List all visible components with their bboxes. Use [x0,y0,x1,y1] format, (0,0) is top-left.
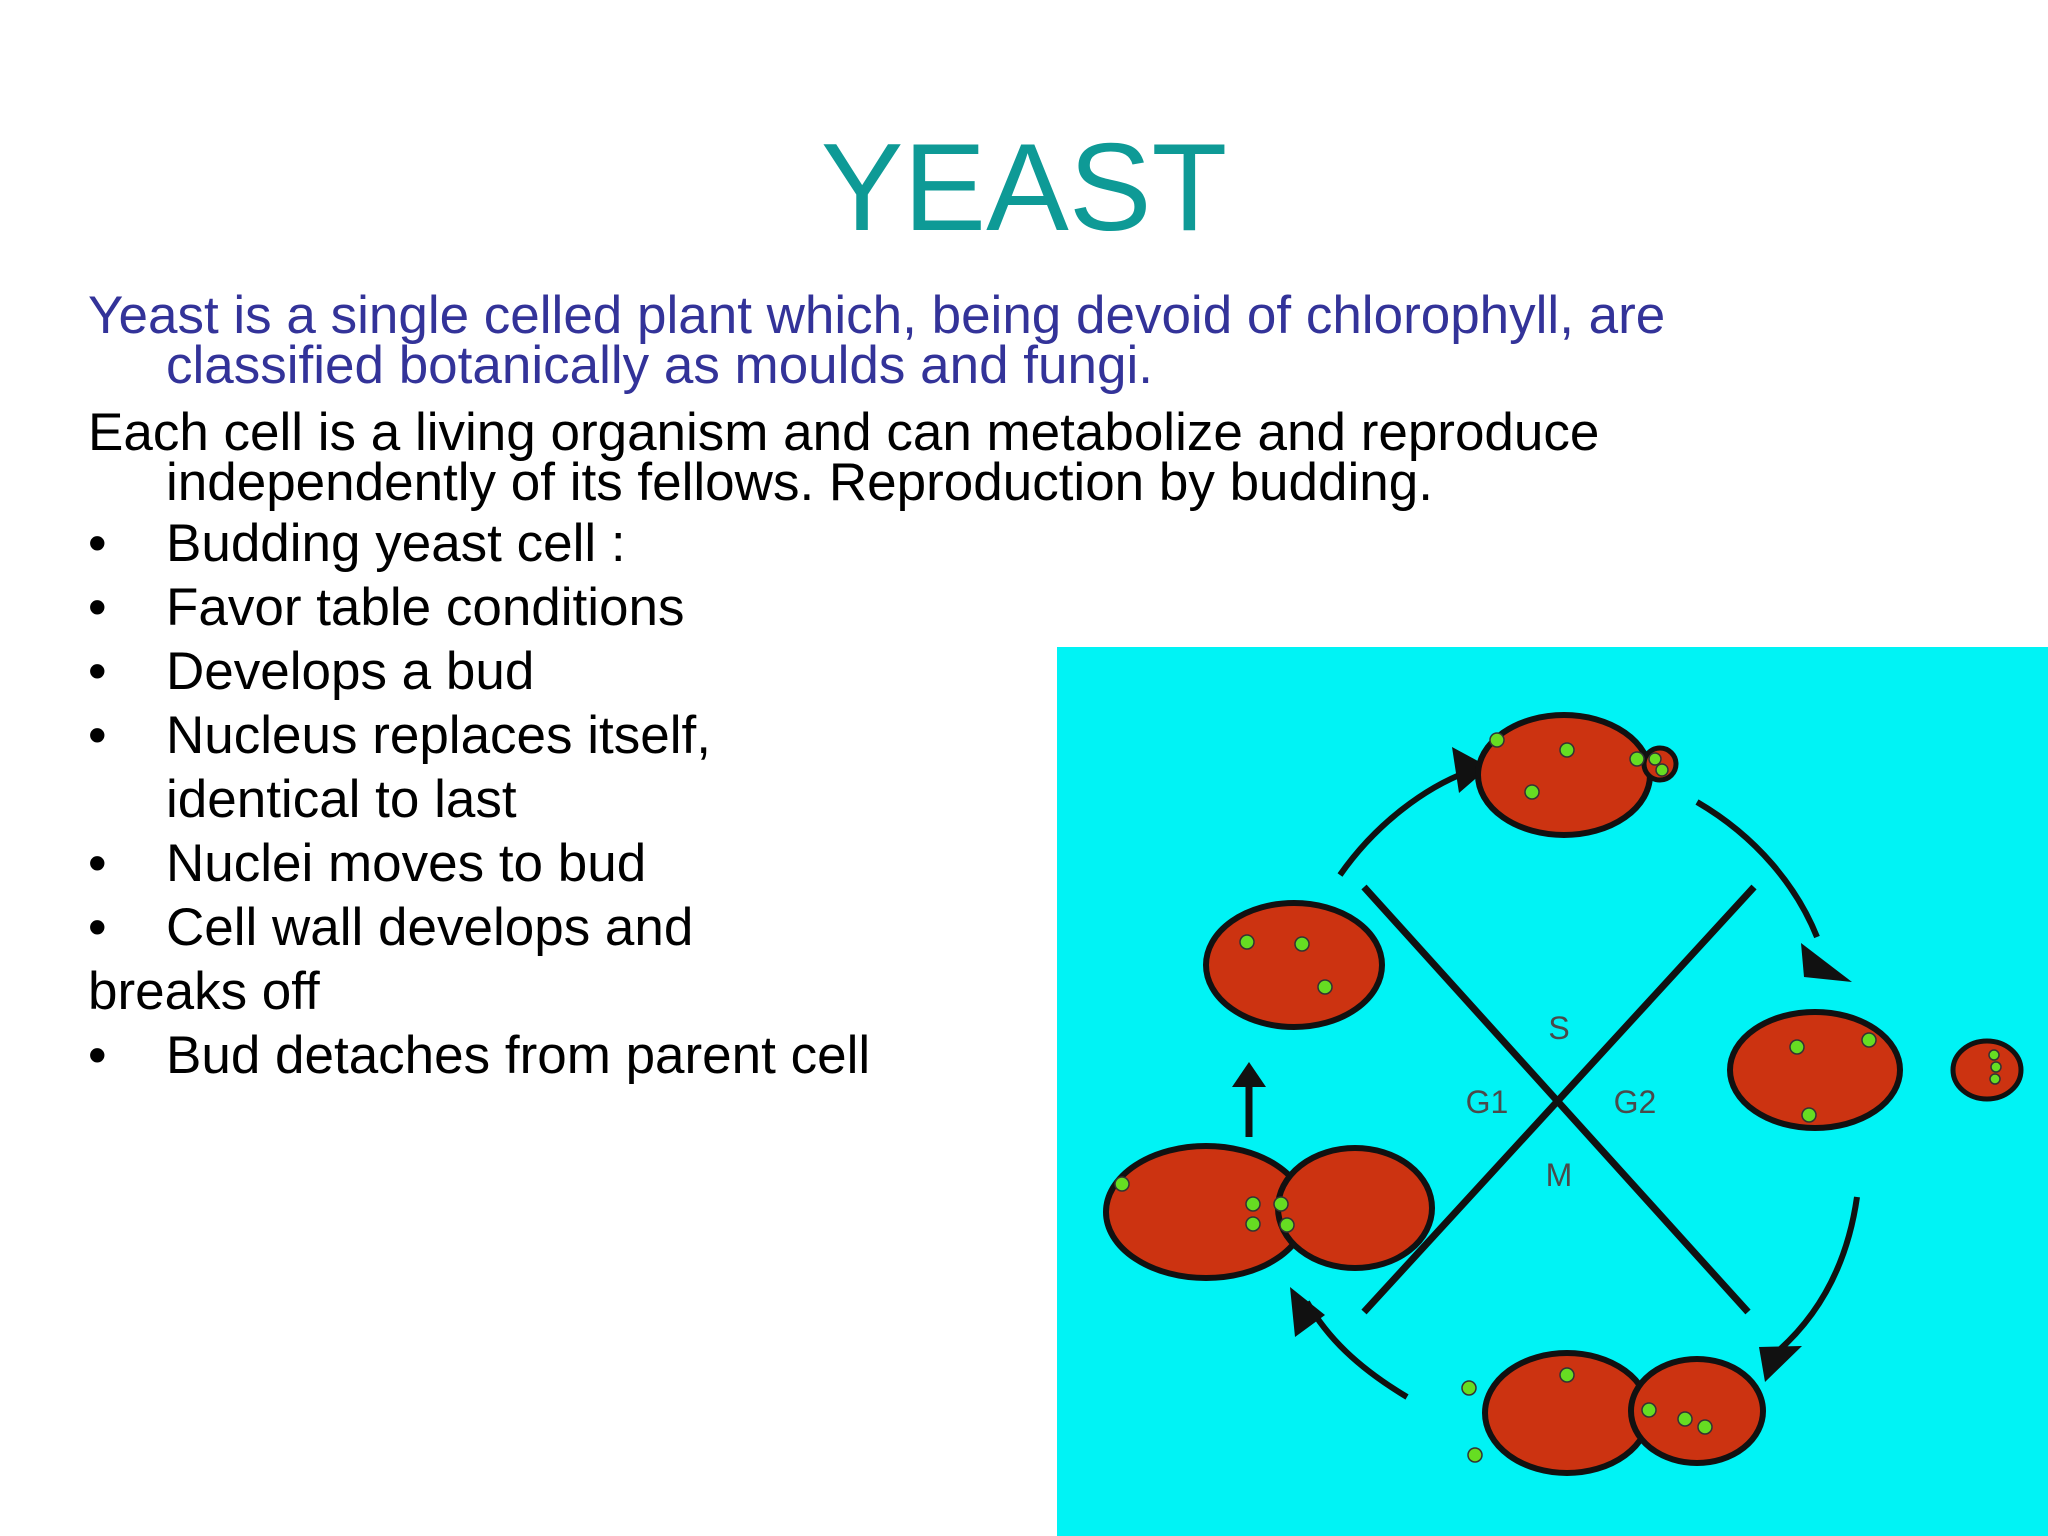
cell-top [1475,712,1679,838]
list-item: • Cell wall develops and [88,896,1048,960]
cell-left [1203,900,1385,1030]
list-item-text: breaks off [88,962,320,1021]
list-item-text: Budding yeast cell : [166,514,626,573]
list-item-text: Favor table conditions [166,578,685,637]
reproduction-line-2: independently of its fellows. Reproducti… [166,453,1433,512]
up-arrow-icon [1232,1062,1266,1137]
reproduction-line-1: Each cell is a living organism and can m… [88,403,1600,462]
list-item-text: Cell wall develops and [166,898,694,957]
phase-label-s: S [1548,1010,1569,1046]
cell-right [1727,1009,2024,1131]
phase-label-g1: G1 [1466,1084,1509,1120]
list-item: • Develops a bud [88,640,1048,704]
definition-paragraph: Yeast is a single celled plant which, be… [88,289,1808,395]
cell-dividing-left [1103,1143,1435,1281]
slide-title: YEAST [820,119,1228,257]
phase-label-m: M [1546,1157,1573,1193]
bullet-icon: • [88,514,107,573]
list-item-text: Develops a bud [166,642,535,701]
arrow-top-left [1337,769,1469,877]
phase-label-g2: G2 [1614,1084,1657,1120]
list-item-text: Nucleus replaces itself, [166,706,711,765]
definition-line-2: classified botanically as moulds and fun… [166,336,1153,395]
list-item: • Favor table conditions [88,576,1048,640]
bullet-icon: • [88,706,107,765]
reproduction-paragraph: Each cell is a living organism and can m… [88,406,1808,512]
list-item: • Budding yeast cell : [88,512,1048,576]
yeast-cell-cycle-diagram: S G1 G2 M [1057,647,2048,1536]
list-item: • Nuclei moves to bud [88,832,1048,896]
list-item-text: Nuclei moves to bud [166,834,647,893]
arrowhead-icon [1290,1287,1325,1337]
bullet-icon: • [88,642,107,701]
bullet-icon: • [88,898,107,957]
list-item: • Bud detaches from parent cell [88,1024,1048,1088]
phase-cross [1361,884,1757,1315]
list-item: • Nucleus replaces itself, identical to … [88,704,1048,832]
arrowhead-icon [1452,747,1489,793]
definition-line-1: Yeast is a single celled plant which, be… [88,286,1666,345]
cell-dividing-bottom [1461,1350,1766,1476]
arrowhead-icon [1801,943,1852,982]
list-item-text: Bud detaches from parent cell [166,1026,871,1085]
arrow-top-right [1695,799,1820,939]
arrow-bottom-right [1775,1196,1860,1355]
cell-cycle-svg: S G1 G2 M [1103,712,2024,1476]
bullet-icon: • [88,834,107,893]
bullet-icon: • [88,1026,107,1085]
bullet-icon: • [88,578,107,637]
list-item-plain: breaks off [88,960,1048,1024]
budding-steps-list: • Budding yeast cell : • Favor table con… [88,512,1048,1088]
list-item-continuation: identical to last [166,770,517,829]
arrowhead-icon [1759,1346,1802,1382]
arrowheads [1290,747,1852,1382]
